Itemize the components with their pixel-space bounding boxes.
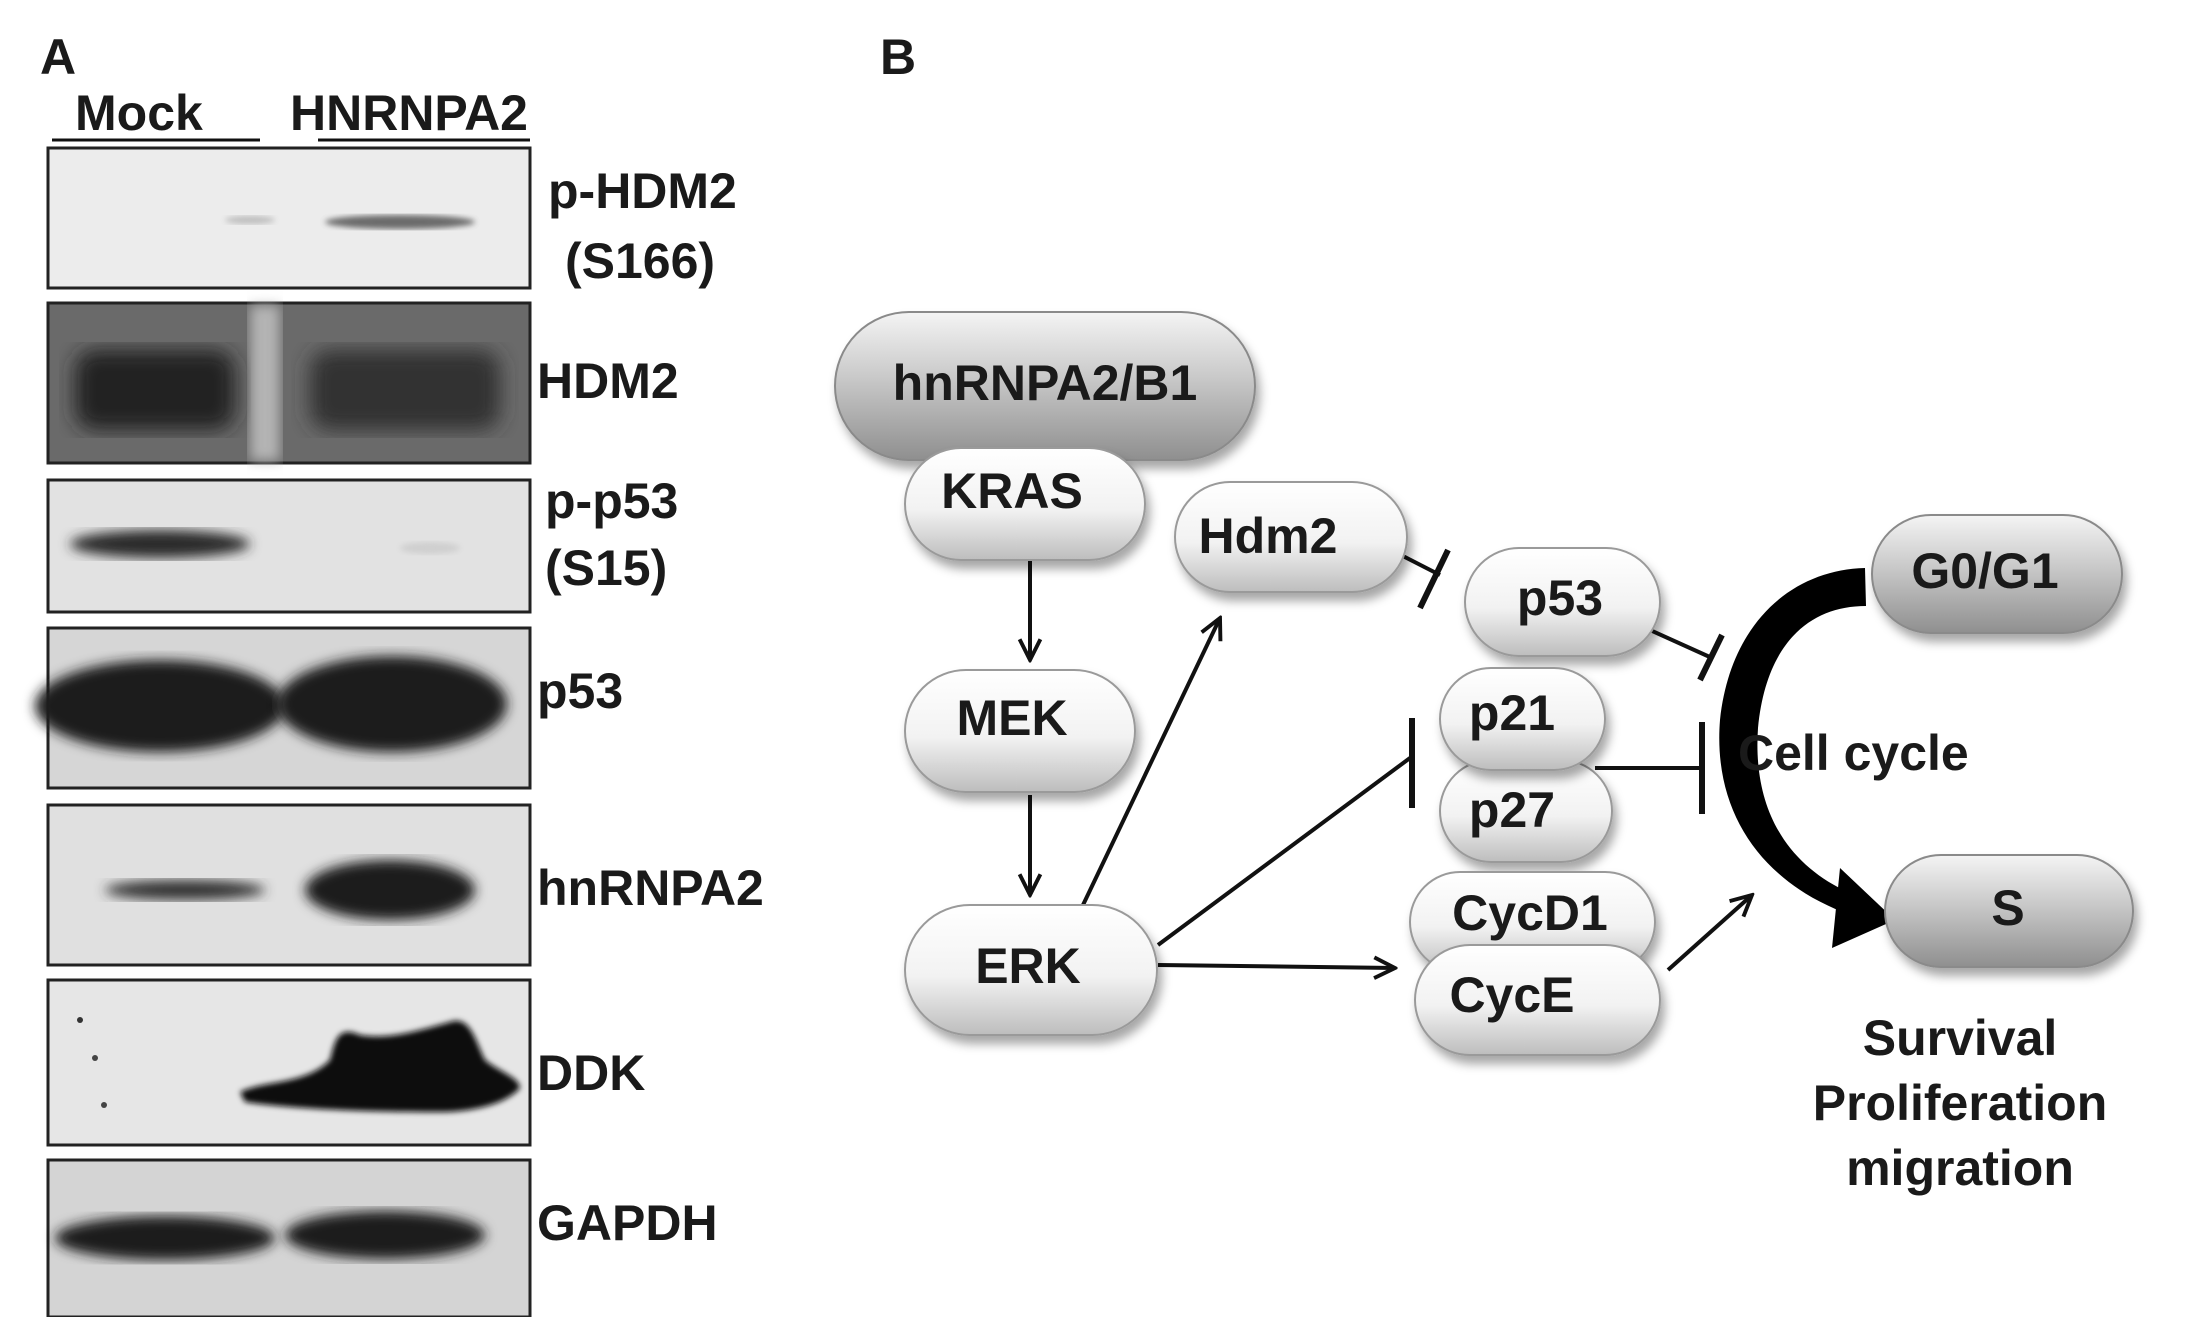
- cell-cycle-label: Cell cycle: [1738, 725, 1969, 781]
- blot-p53: p53: [35, 626, 623, 790]
- blot-label: HDM2: [537, 353, 679, 409]
- node-g0g1: [1871, 514, 2123, 634]
- blot-ddk: DDK: [46, 978, 645, 1147]
- blot-label: p-HDM2: [548, 163, 737, 219]
- blot-label: p53: [537, 663, 623, 719]
- node-label-hnrnpa2b1: hnRNPA2/B1: [893, 355, 1198, 411]
- node-erk: [904, 904, 1158, 1036]
- node-cyce: [1414, 944, 1661, 1056]
- node-p21: [1439, 667, 1606, 771]
- node-label-p53: p53: [1517, 570, 1603, 626]
- node-label-kras: KRAS: [941, 463, 1083, 519]
- panel-a-letter: A: [40, 29, 76, 85]
- panel-a: Mock HNRNPA2 p-HDM2 (S166) HDM2 p-p53 (S…: [35, 85, 764, 1319]
- arrow-cyclins-cellcycle: [1666, 895, 1752, 972]
- blot-gapdh: GAPDH: [46, 1158, 718, 1319]
- node-label-s: S: [1991, 880, 2024, 936]
- blot-hdm2: HDM2: [46, 301, 679, 465]
- node-label-p21: p21: [1469, 685, 1555, 741]
- node-mek: [904, 669, 1136, 793]
- outcome-line: Proliferation: [1813, 1075, 2107, 1131]
- panel-b-letter: B: [880, 29, 916, 85]
- node-label-g0g1: G0/G1: [1911, 543, 2058, 599]
- blot-hnrnpa2: hnRNPA2: [46, 803, 764, 967]
- blot-p-hdm2: p-HDM2 (S166): [46, 146, 737, 290]
- inhibit-erk-p21p27: [1156, 756, 1412, 947]
- blot-p-p53: p-p53 (S15): [46, 473, 678, 614]
- column-header-hnrnpa2: HNRNPA2: [290, 85, 528, 141]
- inhibit-p53-cellcycle: [1649, 628, 1713, 660]
- outcome-line: Survival: [1863, 1010, 2058, 1066]
- inhibit-bar-p53-cellcycle: [1697, 633, 1725, 682]
- node-kras: [904, 447, 1146, 561]
- node-hdm2: [1174, 481, 1408, 593]
- node-label-p27: p27: [1469, 782, 1555, 838]
- column-header-mock: Mock: [75, 85, 203, 141]
- node-label-cycd1: CycD1: [1452, 885, 1608, 941]
- blot-label: (S15): [545, 540, 667, 596]
- cell-cycle-arrowhead: [1832, 868, 1895, 948]
- node-p53: [1464, 547, 1661, 657]
- panel-b: hnRNPA2/B1 KRAS Hdm2 p53 MEK p27 p21 ERK: [834, 311, 2134, 1196]
- blot-label: hnRNPA2: [537, 860, 764, 916]
- blot-label: GAPDH: [537, 1195, 718, 1251]
- node-label-hdm2: Hdm2: [1199, 508, 1338, 564]
- arrow-erk-cyclins: [1157, 965, 1395, 968]
- cell-cycle-curved-arrow: [1719, 568, 1866, 918]
- node-label-cyce: CycE: [1449, 967, 1574, 1023]
- blot-label: DDK: [537, 1045, 645, 1101]
- node-label-erk: ERK: [975, 938, 1081, 994]
- inhibit-bar-hdm2-p53: [1417, 548, 1451, 610]
- node-label-mek: MEK: [956, 690, 1067, 746]
- blot-label: p-p53: [545, 473, 678, 529]
- node-s: [1884, 854, 2134, 968]
- arrow-erk-hdm2: [1081, 618, 1220, 906]
- connectors: [1030, 548, 1752, 972]
- outcome-line: migration: [1846, 1140, 2074, 1196]
- blot-label: (S166): [565, 233, 715, 289]
